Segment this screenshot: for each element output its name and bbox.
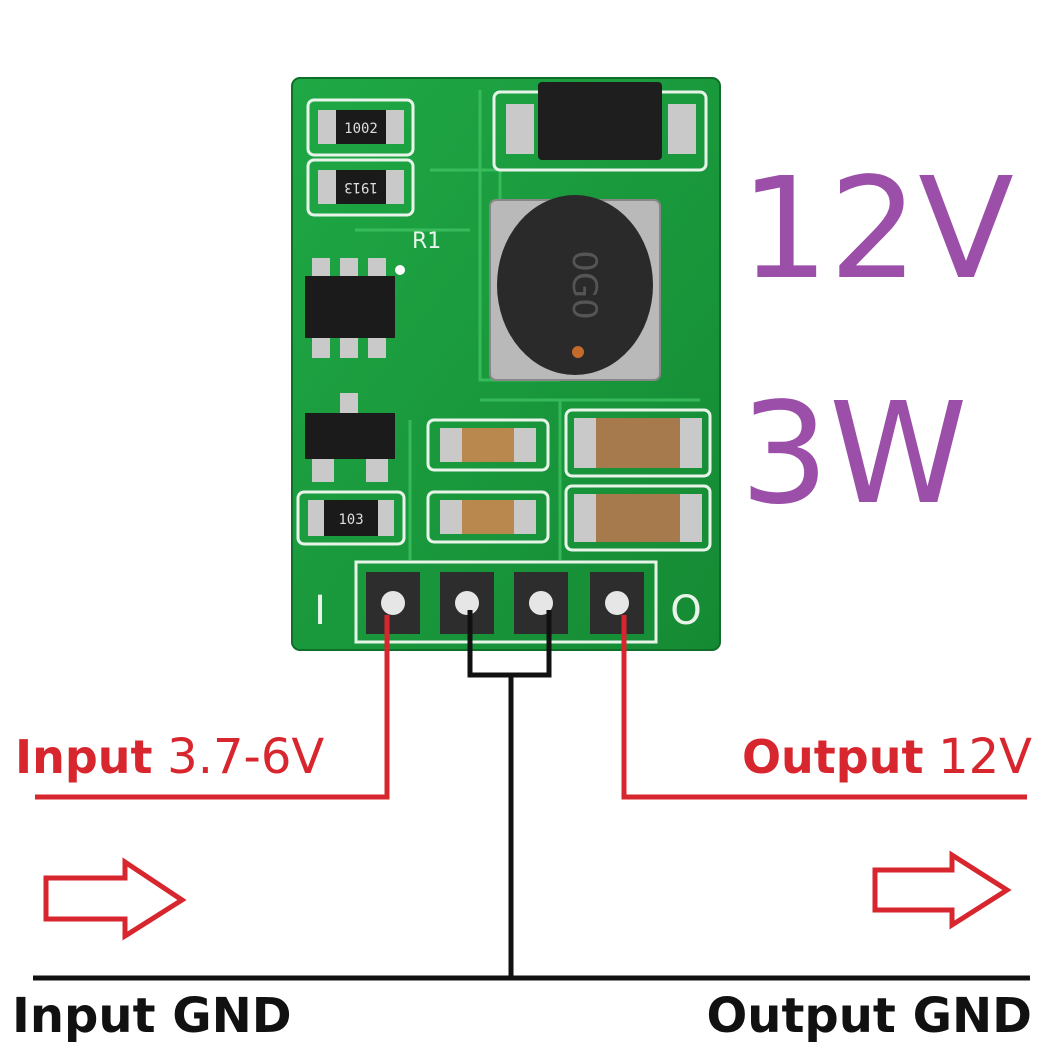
ground-wire: [33, 610, 1030, 981]
pin-3: [514, 572, 568, 634]
capacitor-small-2: [426, 490, 550, 544]
input-wire: [35, 615, 390, 800]
output-arrow-icon: [872, 850, 1012, 930]
resistor-103: 103: [296, 490, 406, 546]
inductor-label: 0G0: [564, 250, 604, 320]
out-pin-silkscreen: O: [670, 588, 701, 634]
power-spec: 3W: [740, 373, 968, 536]
res2-label: 1913: [344, 179, 378, 195]
input-label-word: Input: [15, 730, 153, 784]
in-pin-silkscreen: I: [314, 588, 326, 634]
capacitor-small-1: [426, 418, 550, 472]
pin-2: [440, 572, 494, 634]
output-wire: [621, 615, 1027, 800]
sot23-6-ic: [305, 258, 405, 358]
voltage-spec: 12V: [740, 148, 1014, 311]
output-label-value: 12V: [938, 729, 1032, 785]
pin-4: [590, 572, 644, 634]
output-gnd-label: Output GND: [706, 988, 1032, 1044]
inductor: 0G0: [489, 195, 661, 381]
res1-label: 1002: [344, 121, 378, 137]
output-label: Output 12V: [742, 733, 1032, 781]
res3-label: 103: [338, 512, 363, 528]
top-ic: [492, 82, 708, 172]
sot23-transistor: [305, 393, 395, 482]
capacitor-large-1: [564, 408, 712, 478]
pin-header-outline: [354, 560, 658, 644]
capacitor-large-2: [564, 484, 712, 552]
resistor-1913: 1913: [306, 158, 415, 217]
pin-1: [366, 572, 420, 634]
input-gnd-label: Input GND: [12, 988, 292, 1044]
input-arrow-icon: [43, 857, 187, 941]
resistor-1002: 1002: [306, 98, 415, 157]
input-label-value: 3.7-6V: [167, 729, 325, 785]
output-label-word: Output: [741, 730, 924, 784]
r1-silkscreen: R1: [412, 229, 441, 254]
input-label: Input 3.7-6V: [15, 733, 324, 781]
